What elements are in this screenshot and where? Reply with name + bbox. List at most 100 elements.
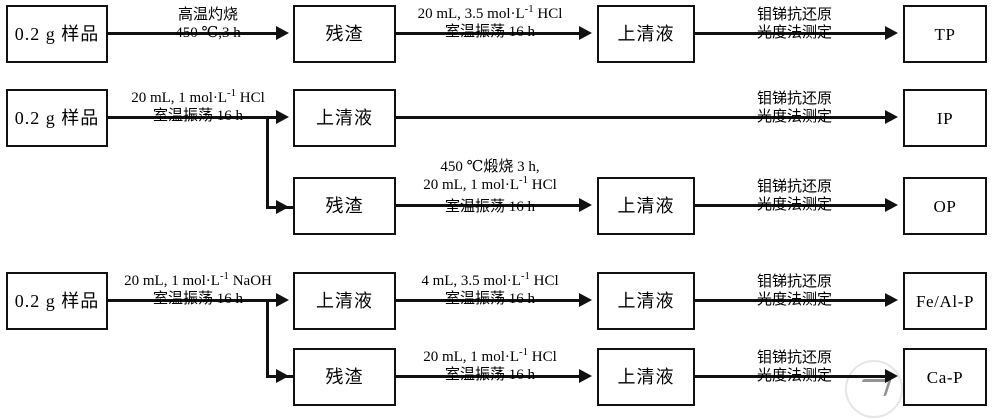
label-text-post: HCl — [533, 6, 563, 22]
arrow-label-r5-assay: 钼锑抗还原 光度法测定 — [712, 350, 877, 385]
arrow-line-r4-s2 — [396, 299, 579, 302]
node-label: 上清液 — [617, 367, 675, 387]
arrow-line-r2-assay — [396, 116, 885, 119]
arrow-label-r4-s2: 4 mL, 3.5 mol·L-1 HCl 室温振荡 16 h — [400, 271, 580, 308]
label-line-below: 室温振荡 16 h — [152, 107, 243, 124]
node-label: 残渣 — [325, 24, 364, 44]
node-label: 0.2 g 样品 — [14, 108, 100, 128]
node-label: Fe/Al-P — [915, 291, 975, 311]
node-supernatant-r2: 上清液 — [293, 89, 396, 147]
node-label: IP — [936, 108, 954, 128]
arrow-line-r1-s2 — [396, 32, 579, 35]
label-line-above: 20 mL, 1 mol·L-1 NaOH — [110, 271, 286, 290]
label-line-below: 450 ℃,3 h — [175, 24, 241, 41]
label-line-above: 钼锑抗还原 — [756, 91, 832, 107]
arrow-label-r1-s2: 20 mL, 3.5 mol·L-1 HCl 室温振荡 16 h — [400, 4, 580, 41]
label-line-2: 20 mL, 1 mol·L-1 HCl — [400, 174, 580, 194]
label-line-below: 室温振荡 16 h — [152, 290, 243, 307]
label-line-below: 光度法测定 — [756, 196, 832, 213]
node-label: Ca-P — [926, 367, 964, 387]
arrow-line-r2-s1 — [108, 116, 276, 119]
arrow-head-r3-s1 — [579, 198, 592, 212]
node-label: 上清液 — [617, 24, 675, 44]
node-label: OP — [933, 196, 957, 216]
label-line-below: 室温振荡 16 h — [444, 366, 535, 383]
label-line-above: 钼锑抗还原 — [756, 274, 832, 290]
node-label: 残渣 — [325, 367, 364, 387]
arrow-label-r5-s1: 20 mL, 1 mol·L-1 HCl 室温振荡 16 h — [400, 347, 580, 384]
label-line-below: 室温振荡 16 h — [444, 23, 535, 40]
label-line-below: 室温振荡 16 h — [444, 290, 535, 307]
label-text-post: HCl — [529, 273, 559, 289]
arrow-line-r5-s1 — [396, 375, 579, 378]
arrow-line-r3-s1 — [396, 204, 579, 207]
arrow-head-r5-in — [276, 369, 289, 383]
node-label: 上清液 — [316, 108, 373, 128]
branch-line-r4-to-r5 — [266, 299, 269, 378]
node-sample-1: 0.2 g 样品 — [6, 5, 108, 63]
arrow-label-r1-s1: 高温灼烧 450 ℃,3 h — [128, 7, 288, 42]
watermark-icon — [845, 360, 903, 418]
arrow-line-r1-assay — [695, 32, 885, 35]
label-text-sup: -1 — [519, 346, 529, 358]
label-line-above: 20 mL, 3.5 mol·L-1 HCl — [400, 4, 580, 23]
label-line-above: 钼锑抗还原 — [756, 350, 832, 366]
node-label: 残渣 — [325, 196, 364, 216]
node-label: 上清液 — [316, 291, 373, 311]
arrow-line-r4-assay — [695, 299, 885, 302]
label-text-sup: -1 — [520, 270, 530, 282]
node-sample-3: 0.2 g 样品 — [6, 272, 108, 330]
node-label: TP — [934, 24, 956, 44]
arrow-head-r3-assay — [885, 198, 898, 212]
arrow-line-r4-s1 — [108, 299, 276, 302]
arrow-head-r1-assay — [885, 26, 898, 40]
arrow-head-r1-s1 — [276, 26, 289, 40]
label-line-above: 4 mL, 3.5 mol·L-1 HCl — [400, 271, 580, 290]
node-residue-5: 残渣 — [293, 348, 396, 406]
label-line-1: 450 ℃煅烧 3 h, — [440, 159, 540, 175]
arrow-label-r2-s1: 20 mL, 1 mol·L-1 HCl 室温振荡 16 h — [114, 88, 282, 125]
label-line-below: 光度法测定 — [756, 108, 832, 125]
label-text-pre: 20 mL, 3.5 mol·L — [417, 6, 525, 22]
node-result-ca-p: Ca-P — [903, 348, 987, 406]
label-text-post: HCl — [528, 176, 557, 193]
arrow-label-r1-assay: 钼锑抗还原 光度法测定 — [712, 7, 877, 42]
label-text-sup: -1 — [524, 3, 534, 15]
label-line-below: 光度法测定 — [756, 24, 832, 41]
arrow-label-r2-assay: 钼锑抗还原 光度法测定 — [712, 91, 877, 126]
label-text-sup: -1 — [519, 173, 529, 186]
arrow-head-r3-in — [276, 200, 289, 214]
arrow-label-r4-assay: 钼锑抗还原 光度法测定 — [712, 274, 877, 309]
label-text-pre: 20 mL, 1 mol·L — [423, 349, 520, 365]
label-line-above: 高温灼烧 — [177, 7, 238, 23]
arrow-line-r3-assay — [695, 204, 885, 207]
arrow-line-r1-s1 — [108, 32, 276, 35]
label-line-below: 光度法测定 — [756, 367, 832, 384]
node-supernatant-r4: 上清液 — [293, 272, 396, 330]
arrow-label-r3-s1: 450 ℃煅烧 3 h, 20 mL, 1 mol·L-1 HCl 室温振荡 1… — [400, 159, 580, 215]
label-line-above: 20 mL, 1 mol·L-1 HCl — [400, 347, 580, 366]
label-text-post: NaOH — [228, 273, 272, 289]
node-supernatant-c4-r4: 上清液 — [597, 272, 695, 330]
label-line-above: 20 mL, 1 mol·L-1 HCl — [114, 88, 282, 107]
node-result-tp: TP — [903, 5, 987, 63]
node-label: 上清液 — [617, 291, 675, 311]
label-text-pre: 20 mL, 1 mol·L — [124, 273, 220, 289]
node-label: 0.2 g 样品 — [14, 291, 100, 311]
node-supernatant-c4-r5: 上清液 — [597, 348, 695, 406]
node-supernatant-r1: 上清液 — [597, 5, 695, 63]
node-label: 上清液 — [617, 196, 675, 216]
node-result-op: OP — [903, 177, 987, 235]
node-residue-1: 残渣 — [293, 5, 396, 63]
label-text-sup: -1 — [219, 270, 229, 282]
arrow-head-r1-s2 — [579, 26, 592, 40]
label-line-above: 钼锑抗还原 — [756, 179, 832, 195]
node-label: 0.2 g 样品 — [14, 24, 100, 44]
label-text-pre: 4 mL, 3.5 mol·L — [421, 273, 521, 289]
branch-line-r2-to-r3 — [266, 116, 269, 209]
arrow-head-r2-s1 — [276, 110, 289, 124]
arrow-head-r4-s1 — [276, 293, 289, 307]
node-result-feal-p: Fe/Al-P — [903, 272, 987, 330]
arrow-head-r5-s1 — [579, 369, 592, 383]
